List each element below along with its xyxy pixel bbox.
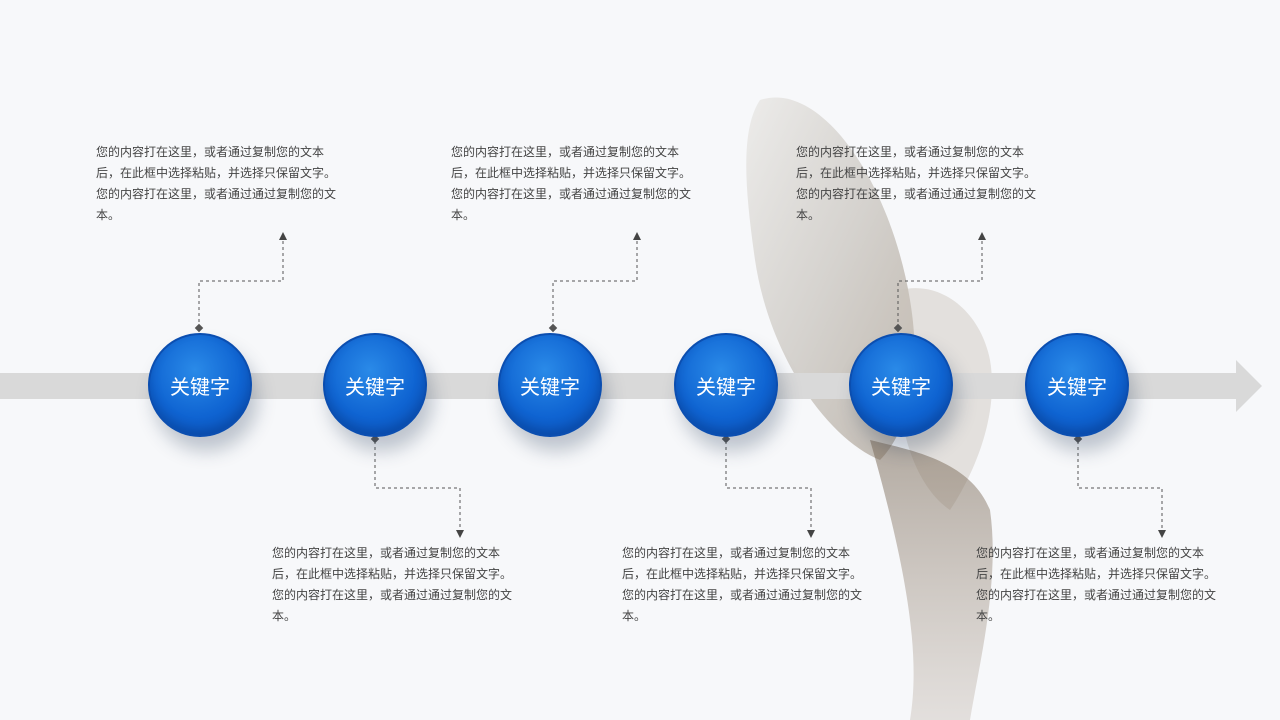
timeline-node-6[interactable]: 关键字 (1025, 333, 1129, 437)
timeline-node-5[interactable]: 关键字 (849, 333, 953, 437)
connector-top-3-arrowhead (633, 232, 641, 240)
node-label: 关键字 (345, 374, 405, 399)
connector-top-5 (897, 238, 983, 328)
node-label: 关键字 (170, 374, 230, 399)
node-label: 关键字 (520, 374, 580, 399)
description-1: 您的内容打在这里，或者通过复制您的文本后，在此框中选择粘贴，并选择只保留文字。您… (96, 145, 337, 222)
description-2: 您的内容打在这里，或者通过复制您的文本后，在此框中选择粘贴，并选择只保留文字。您… (272, 546, 513, 623)
description-6: 您的内容打在这里，或者通过复制您的文本后，在此框中选择粘贴，并选择只保留文字。您… (976, 546, 1217, 623)
connector-top-3 (552, 238, 638, 328)
timeline-node-1[interactable]: 关键字 (148, 333, 252, 437)
node-label: 关键字 (696, 374, 756, 399)
connector-top-1 (198, 238, 284, 328)
description-4: 您的内容打在这里，或者通过复制您的文本后，在此框中选择粘贴，并选择只保留文字。您… (622, 546, 863, 623)
connector-top-3-anchor (548, 323, 558, 333)
timeline-node-3[interactable]: 关键字 (498, 333, 602, 437)
connector-bottom-6-arrowhead (1158, 530, 1166, 538)
node-label: 关键字 (1047, 374, 1107, 399)
connector-bottom-4-arrowhead (807, 530, 815, 538)
connector-top-5-anchor (893, 323, 903, 333)
description-3: 您的内容打在这里，或者通过复制您的文本后，在此框中选择粘贴，并选择只保留文字。您… (451, 145, 692, 222)
connector-bottom-4 (725, 441, 812, 531)
timeline-node-4[interactable]: 关键字 (674, 333, 778, 437)
description-5: 您的内容打在这里，或者通过复制您的文本后，在此框中选择粘贴，并选择只保留文字。您… (796, 145, 1037, 222)
node-label: 关键字 (871, 374, 931, 399)
connector-top-1-arrowhead (279, 232, 287, 240)
timeline-node-2[interactable]: 关键字 (323, 333, 427, 437)
connector-top-1-anchor (194, 323, 204, 333)
connector-bottom-6 (1077, 441, 1163, 531)
timeline-arrow-head (1236, 360, 1262, 412)
connector-bottom-2-arrowhead (456, 530, 464, 538)
connector-bottom-2 (374, 441, 461, 531)
connector-top-5-arrowhead (978, 232, 986, 240)
